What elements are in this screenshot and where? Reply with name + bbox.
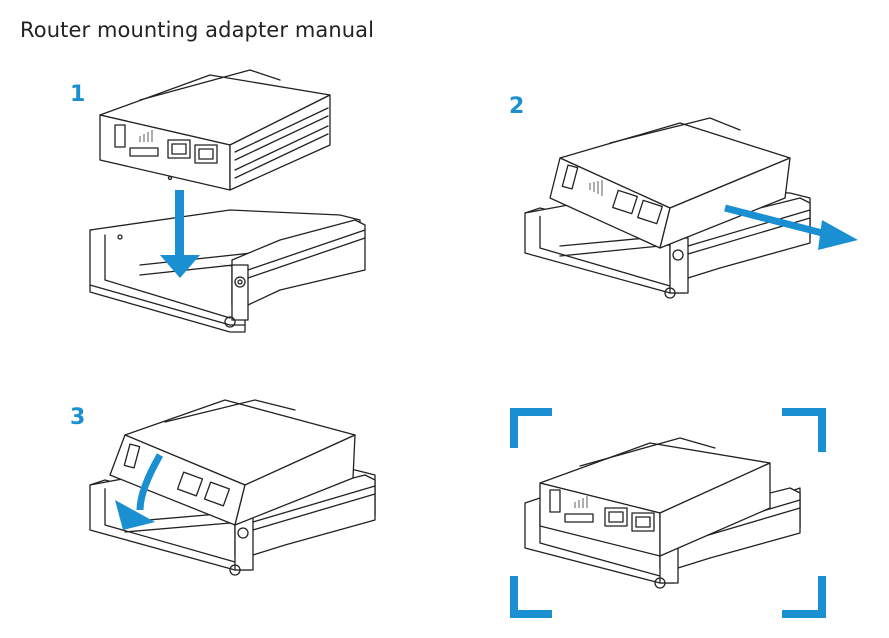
arrow-curved-icon: [115, 453, 164, 530]
mounting-tray: [89, 209, 366, 333]
page-title: Router mounting adapter manual: [20, 18, 375, 42]
step-3-number: 3: [70, 405, 86, 430]
router-device: [549, 117, 791, 249]
step-1-illustration: [80, 69, 380, 340]
step-2-number: 2: [509, 94, 525, 119]
arrow-right-icon: [724, 204, 858, 250]
router-device: [109, 399, 356, 526]
router-device: [539, 437, 771, 557]
arrow-down-icon: [160, 190, 200, 278]
router-device: [99, 69, 331, 191]
step-2-illustration: [520, 117, 860, 308]
step-1-number: 1: [70, 82, 86, 107]
final-illustration: [510, 408, 830, 623]
step-3-illustration: [85, 399, 385, 590]
focus-frame-icon: [510, 408, 826, 618]
